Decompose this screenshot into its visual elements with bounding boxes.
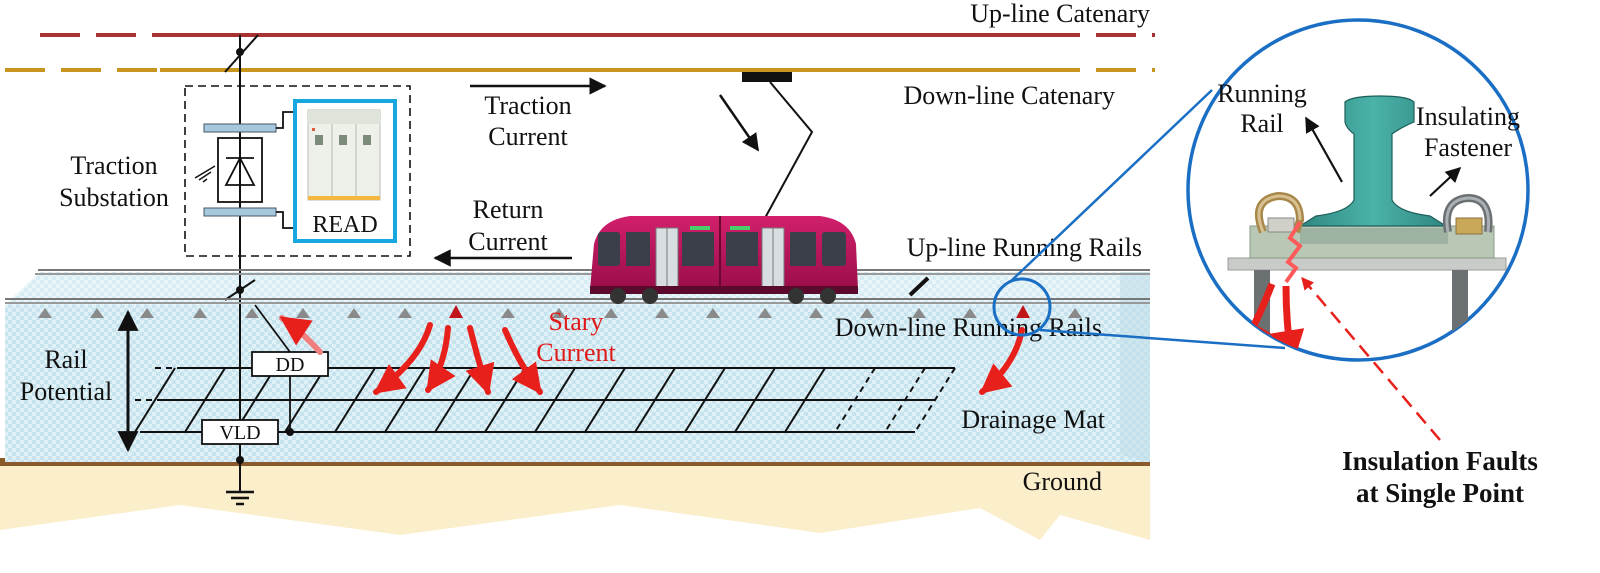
traction-substation-box [184, 85, 411, 257]
ground-label: Ground [1023, 467, 1102, 496]
insulation-faults-label-1: Insulation Faults [1342, 446, 1538, 476]
read-cabinet-icon [307, 109, 381, 201]
traction-substation-label-1: Traction [70, 151, 157, 180]
pantograph-current-arrow [718, 94, 760, 152]
rail-fasteners [38, 305, 1082, 318]
fault-pointer-arrow [1301, 277, 1441, 441]
zoom-detail [1186, 18, 1530, 362]
rectifier-diode-icon [194, 111, 295, 229]
vld-label: VLD [219, 422, 260, 444]
read-label: READ [312, 212, 377, 238]
zoom-leader-top [1009, 89, 1213, 283]
dd-label: DD [276, 354, 305, 376]
fault-zoom-marker [992, 277, 1052, 337]
stray-current-label-1: Stary [549, 307, 604, 336]
drainage-mat-label: Drainage Mat [961, 405, 1105, 434]
train-icon [590, 216, 858, 304]
upline-running-rails-label: Up-line Running Rails [907, 233, 1142, 262]
traction-substation-label-2: Substation [59, 183, 169, 212]
stray-current-label-2: Current [536, 338, 616, 367]
substation-feeder [224, 34, 259, 492]
ground-symbol-icon [226, 490, 254, 506]
running-rail-label-1: Running [1217, 79, 1307, 108]
downline-catenary-label: Down-line Catenary [903, 81, 1115, 110]
pantograph-contact [742, 72, 792, 82]
pantograph-arm [764, 81, 814, 219]
insulating-fastener-label-1: Insulating [1416, 102, 1520, 131]
rail-joint-mark [908, 276, 930, 297]
downline-running-rails [5, 298, 1150, 304]
return-current-label-1: Return [473, 195, 544, 224]
insulation-faults-label-2: at Single Point [1356, 478, 1524, 508]
vld-box [201, 419, 294, 445]
rail-potential-label-2: Potential [20, 377, 112, 406]
return-current-label-2: Current [468, 227, 548, 256]
ground-area [0, 458, 1150, 540]
rail-potential-label-1: Rail [44, 345, 87, 374]
traction-current-label-2: Current [488, 122, 568, 151]
running-rail-label-2: Rail [1240, 109, 1283, 138]
upline-catenary-label: Up-line Catenary [970, 0, 1150, 28]
dd-box [251, 304, 329, 432]
rail-fastener-icon [1255, 95, 1493, 235]
insulating-fastener-label-2: Fastener [1424, 133, 1512, 162]
traction-current-label-1: Traction [484, 91, 571, 120]
